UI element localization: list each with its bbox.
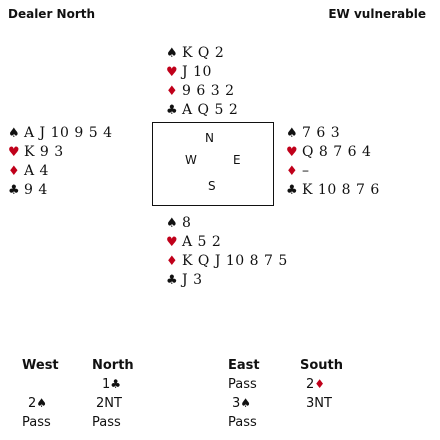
club-icon: ♣ <box>286 183 299 198</box>
club-icon: ♣ <box>110 377 122 391</box>
north-hearts: J 10 <box>182 64 212 80</box>
east-hand: ♠7 6 3 ♥Q 8 7 6 4 ♦– ♣K 10 8 7 6 <box>286 124 380 200</box>
spade-icon: ♠ <box>8 126 21 141</box>
diamond-icon: ♦ <box>314 377 326 391</box>
diamond-icon: ♦ <box>166 84 179 99</box>
diamond-icon: ♦ <box>166 254 179 269</box>
call-east-2: 3♠ <box>232 396 252 411</box>
diamond-icon: ♦ <box>8 164 21 179</box>
compass-east: E <box>233 153 241 167</box>
spade-icon: ♠ <box>240 396 252 410</box>
vulnerability-label: EW vulnerable <box>328 7 426 21</box>
diamond-icon: ♦ <box>286 164 299 179</box>
west-hand: ♠A J 10 9 5 4 ♥K 9 3 ♦A 4 ♣9 4 <box>8 124 113 200</box>
west-diamonds: A 4 <box>24 163 49 179</box>
compass-north: N <box>205 131 214 145</box>
spade-icon: ♠ <box>166 46 179 61</box>
south-spades: 8 <box>182 215 192 231</box>
auction-header-south: South <box>300 358 344 373</box>
compass-south: S <box>208 179 216 193</box>
auction-header-west: West <box>22 358 59 373</box>
north-hand: ♠K Q 2 ♥J 10 ♦9 6 3 2 ♣A Q 5 2 <box>166 44 238 120</box>
south-clubs: J 3 <box>182 272 203 288</box>
auction-header-north: North <box>92 358 134 373</box>
club-icon: ♣ <box>8 183 21 198</box>
north-spades: K Q 2 <box>182 45 225 61</box>
north-diamonds: 9 6 3 2 <box>182 83 235 99</box>
west-spades: A J 10 9 5 4 <box>24 125 113 141</box>
spade-icon: ♠ <box>286 126 299 141</box>
call-north-3: Pass <box>92 415 121 430</box>
call-north-2: 2NT <box>96 396 122 411</box>
compass-box: N W E S <box>152 122 274 206</box>
club-icon: ♣ <box>166 103 179 118</box>
call-east-1: Pass <box>228 377 257 392</box>
heart-icon: ♥ <box>8 145 21 160</box>
call-south-1: 2♦ <box>306 377 326 392</box>
west-clubs: 9 4 <box>24 182 48 198</box>
east-spades: 7 6 3 <box>302 125 341 141</box>
heart-icon: ♥ <box>166 65 179 80</box>
club-icon: ♣ <box>166 273 179 288</box>
south-hearts: A 5 2 <box>182 234 222 250</box>
heart-icon: ♥ <box>166 235 179 250</box>
dealer-label: Dealer North <box>8 7 96 21</box>
spade-icon: ♠ <box>166 216 179 231</box>
south-diamonds: K Q J 10 8 7 5 <box>182 253 288 269</box>
west-hearts: K 9 3 <box>24 144 64 160</box>
south-hand: ♠8 ♥A 5 2 ♦K Q J 10 8 7 5 ♣J 3 <box>166 214 288 290</box>
north-clubs: A Q 5 2 <box>182 102 239 118</box>
heart-icon: ♥ <box>286 145 299 160</box>
compass-west: W <box>185 153 197 167</box>
call-east-3: Pass <box>228 415 257 430</box>
east-hearts: Q 8 7 6 4 <box>302 144 372 160</box>
call-west-3: Pass <box>22 415 51 430</box>
east-clubs: K 10 8 7 6 <box>302 182 380 198</box>
spade-icon: ♠ <box>36 396 48 410</box>
call-north-1: 1♣ <box>102 377 122 392</box>
auction-header-east: East <box>228 358 260 373</box>
call-south-2: 3NT <box>306 396 332 411</box>
call-west-2: 2♠ <box>28 396 48 411</box>
east-diamonds: – <box>302 163 310 179</box>
